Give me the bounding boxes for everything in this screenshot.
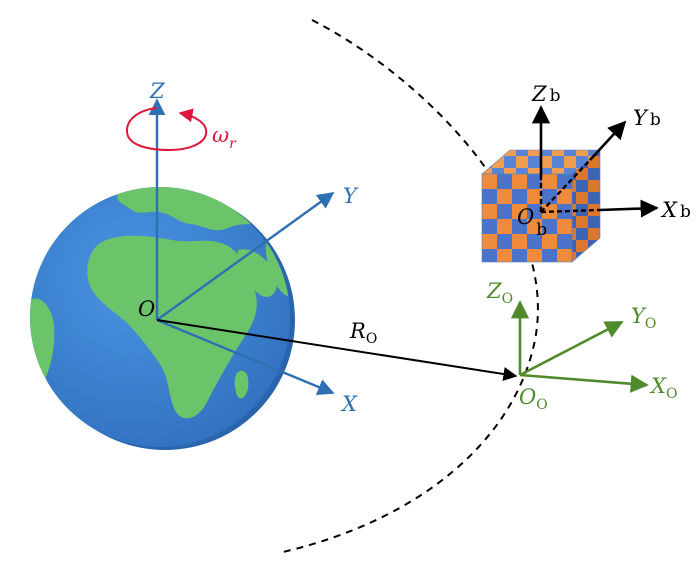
earth-rotation-arrow [125, 107, 208, 152]
orbit-y-label: YO [631, 304, 656, 332]
rotation-label: ωr [212, 123, 237, 152]
orbit-origin-label: OO [519, 385, 548, 413]
orbit-frame: ZO YO XO OO [486, 279, 677, 413]
orbit-x-axis [519, 373, 649, 393]
earth-origin-label: O [138, 297, 155, 321]
earth-y-axis [156, 192, 335, 321]
orbit-x-label: XO [649, 374, 677, 402]
body-x-axis [599, 199, 659, 218]
body-y-axis [589, 120, 627, 161]
earth-x-axis [156, 318, 335, 395]
earth-x-label: X [340, 392, 358, 416]
orbit-z-label: ZO [486, 279, 513, 307]
body-origin-label: Ob [517, 205, 547, 240]
position-vector: RO [156, 319, 518, 381]
orbit-path [282, 19, 539, 553]
earth-frame: Z Y X O ωr [125, 79, 359, 416]
earth-y-label: Y [343, 184, 359, 208]
orbit-y-axis [519, 320, 624, 377]
position-vector-label: RO [349, 319, 377, 347]
earth-z-label: Z [149, 79, 165, 103]
